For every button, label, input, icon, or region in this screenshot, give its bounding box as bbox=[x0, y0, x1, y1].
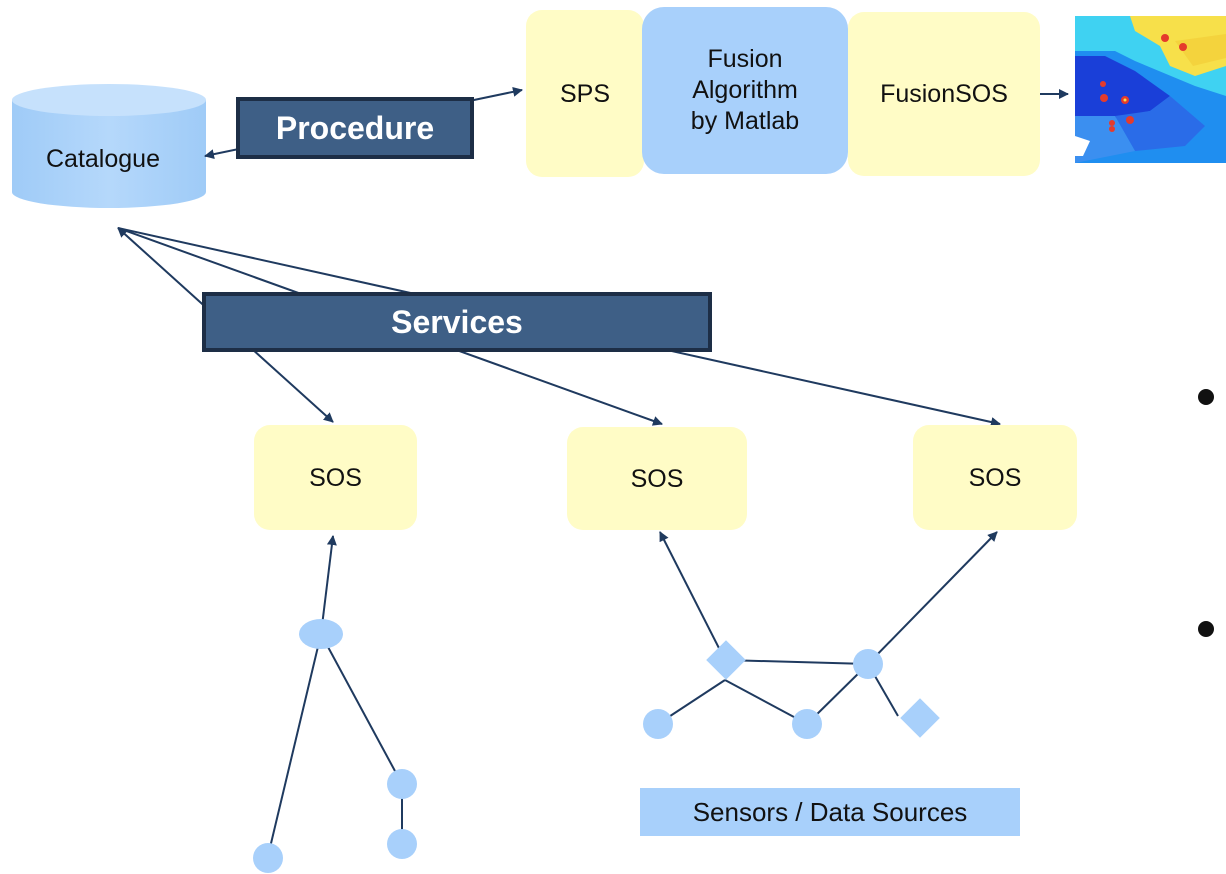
fusion-algorithm-line-1: Fusion bbox=[707, 44, 783, 73]
sensor-node-diamond bbox=[900, 698, 940, 738]
sensor-node bbox=[253, 843, 283, 873]
slide-bullet-1 bbox=[1198, 389, 1214, 405]
sensor-node-diamond bbox=[706, 640, 746, 680]
sensor-tree-left bbox=[253, 535, 417, 873]
sos-box-2: SOS bbox=[567, 427, 747, 530]
catalogue-label: Catalogue bbox=[46, 145, 160, 173]
slide-bullet-2 bbox=[1198, 621, 1214, 637]
fusion-algorithm-box: Fusion Algorithm by Matlab bbox=[642, 7, 848, 174]
fusion-algorithm-line-3: by Matlab bbox=[690, 107, 800, 136]
sensor-node bbox=[853, 649, 883, 679]
sensor-network-right bbox=[643, 531, 998, 739]
fusion-heatmap-image bbox=[1075, 16, 1226, 163]
sos-box-3: SOS bbox=[913, 425, 1077, 530]
sensor-node-ellipse bbox=[299, 619, 343, 649]
sps-box: SPS bbox=[526, 10, 644, 177]
sensors-data-sources-label: Sensors / Data Sources bbox=[640, 788, 1020, 836]
sensor-node bbox=[387, 829, 417, 859]
procedure-banner: Procedure bbox=[236, 97, 474, 159]
fusion-sos-box: FusionSOS bbox=[848, 12, 1040, 176]
sensor-node bbox=[387, 769, 417, 799]
sensor-node bbox=[792, 709, 822, 739]
fusion-algorithm-line-2: Algorithm bbox=[692, 75, 798, 104]
catalogue-database-icon bbox=[12, 84, 206, 208]
sos-box-1: SOS bbox=[254, 425, 417, 530]
sensor-node bbox=[643, 709, 673, 739]
services-banner: Services bbox=[202, 292, 712, 352]
